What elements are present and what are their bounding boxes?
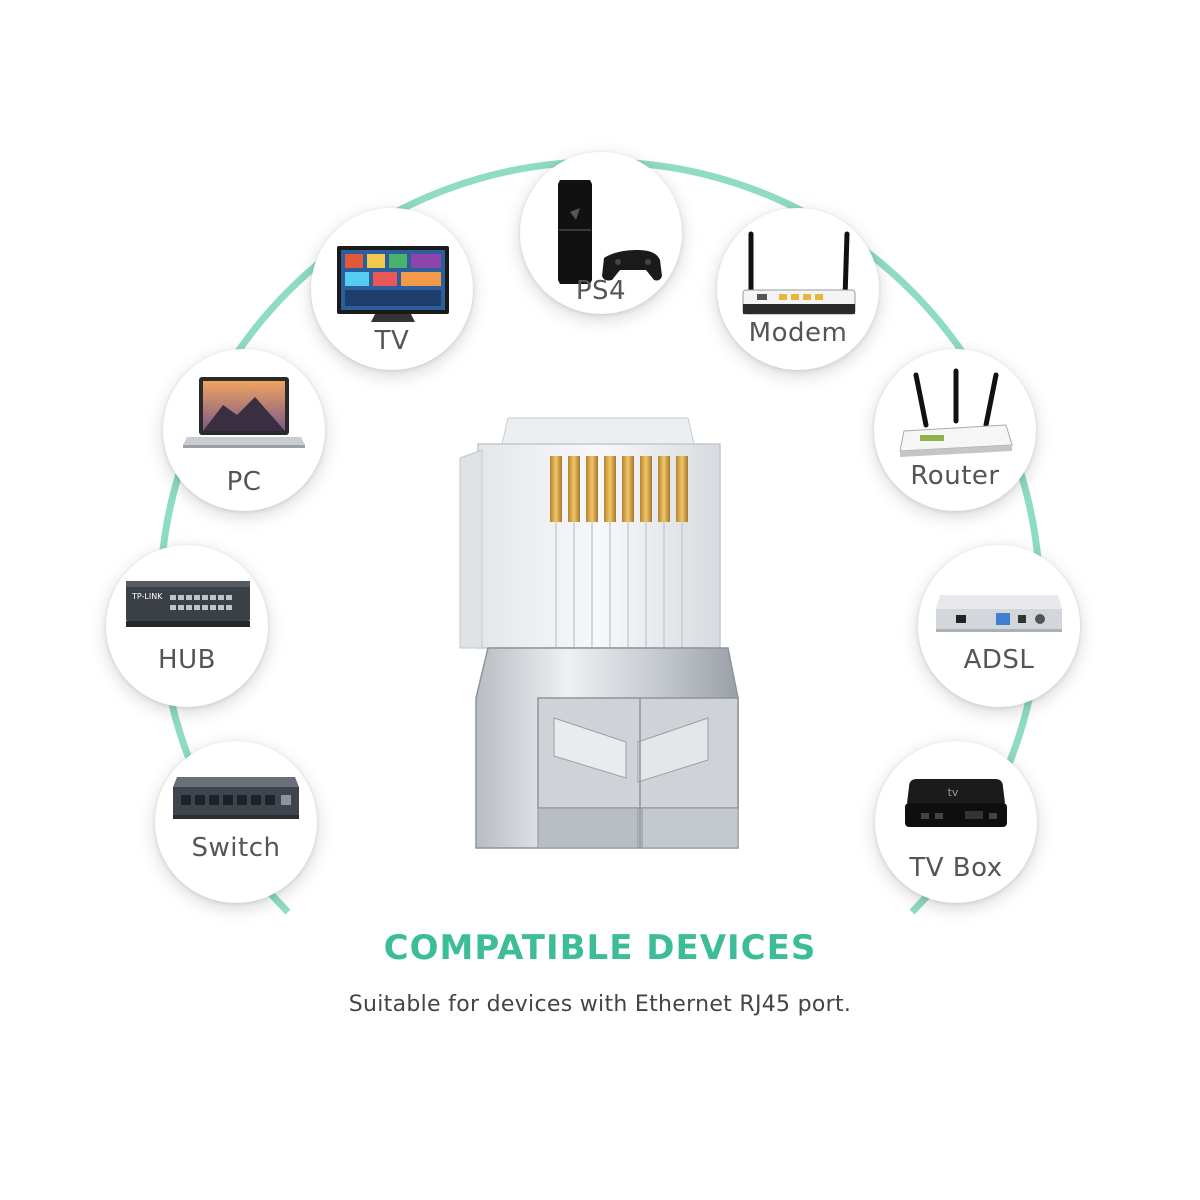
hub-brand-logo: TP-LINK xyxy=(131,592,163,601)
tvbox-brand-logo: tv xyxy=(948,786,959,799)
device-tvbox: tv TV Box xyxy=(875,741,1037,903)
device-label-tvbox: TV Box xyxy=(909,853,1003,883)
game-console-icon xyxy=(558,180,662,284)
device-label-pc: PC xyxy=(226,467,262,497)
headline: COMPATIBLE DEVICES xyxy=(383,928,817,968)
laptop-icon xyxy=(183,377,305,448)
device-hub: TP-LINK HUB xyxy=(106,545,268,707)
device-modem: Modem xyxy=(717,208,879,370)
modem-icon xyxy=(742,231,856,315)
device-label-router: Router xyxy=(910,461,1000,491)
router-icon xyxy=(899,368,1013,457)
adsl-modem-icon xyxy=(936,595,1062,632)
device-label-hub: HUB xyxy=(158,645,216,675)
subline: Suitable for devices with Ethernet RJ45 … xyxy=(348,992,852,1017)
network-hub-icon: TP-LINK xyxy=(126,581,250,627)
tv-box-icon: tv xyxy=(905,779,1007,827)
device-pc: PC xyxy=(163,349,325,511)
device-label-adsl: ADSL xyxy=(963,645,1035,675)
device-switch: Switch xyxy=(155,741,317,903)
device-label-tv: TV xyxy=(374,326,410,356)
device-adsl: ADSL xyxy=(918,545,1080,707)
device-tv: TV xyxy=(311,208,473,370)
device-label-ps4: PS4 xyxy=(575,276,627,306)
network-switch-icon xyxy=(173,777,299,819)
device-router: Router xyxy=(874,349,1036,511)
device-ps4: PS4 xyxy=(520,152,682,314)
rj45-connector-icon xyxy=(459,417,739,849)
device-label-modem: Modem xyxy=(748,318,848,348)
television-icon xyxy=(337,246,449,322)
gold-pins xyxy=(550,456,688,522)
device-label-switch: Switch xyxy=(191,833,281,863)
